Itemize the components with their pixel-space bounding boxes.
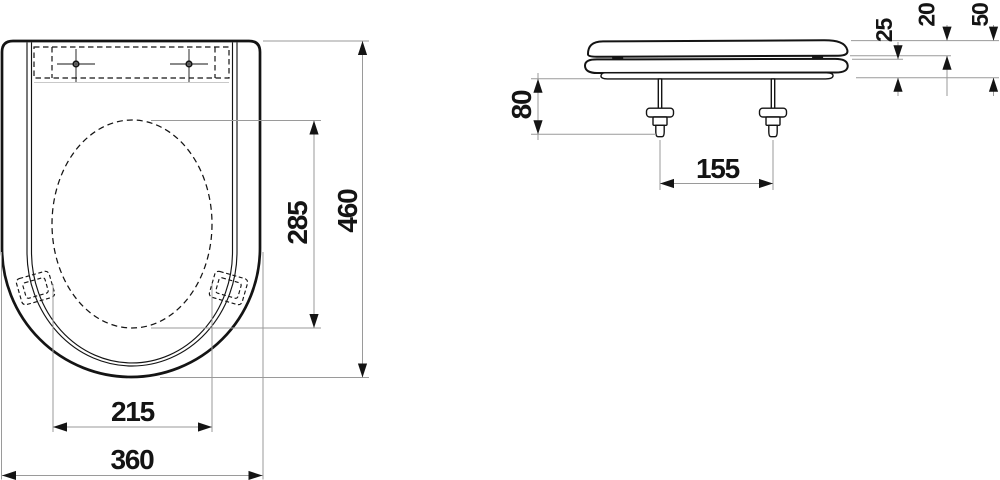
dim-label-inner-width: 215: [111, 396, 155, 427]
arrowhead: [533, 120, 543, 135]
dim-label-overall-width: 360: [110, 444, 154, 475]
seat-inner-contour-outer: [26, 42, 238, 367]
arrowhead: [53, 422, 67, 432]
bumper-left: [15, 270, 56, 306]
dimension-opening-depth: 285: [151, 120, 321, 329]
side-view: [584, 39, 849, 138]
arrowhead: [660, 178, 674, 189]
arrowhead: [309, 120, 319, 135]
seat-inner-contour-inner: [30, 42, 234, 364]
arrowhead: [357, 363, 368, 378]
arrowhead: [759, 178, 773, 189]
bumper-pad-left: [612, 56, 624, 60]
dimension-bolt-length: 80: [506, 73, 656, 140]
hinge-bolt-left-marker: [57, 49, 95, 82]
arrowhead: [248, 470, 263, 480]
seat-lower-lip: [600, 72, 834, 80]
dim-label-bolt-length: 80: [506, 90, 537, 119]
arrowhead: [893, 77, 903, 92]
arrowhead: [942, 26, 952, 41]
extension-lines-heights: [850, 40, 999, 79]
arrowhead: [2, 470, 16, 480]
dimension-total-height: 50: [967, 3, 999, 96]
lid-profile: [586, 39, 849, 58]
arrowhead: [988, 26, 999, 41]
arrowhead: [942, 55, 952, 70]
seat-outer-outline: [0, 39, 262, 379]
dim-label-seat-height: 25: [871, 18, 897, 43]
dimension-seat-height: 25: [871, 18, 903, 96]
dimension-overall-depth: 460: [160, 40, 369, 378]
dimension-inner-width: 215: [52, 284, 213, 432]
seat-ring-profile: [584, 57, 849, 75]
dim-label-total-height: 50: [967, 3, 993, 27]
hinge-bolt-left: [645, 78, 675, 138]
arrowhead: [533, 78, 543, 93]
hinge-plate-hidden-outline: [33, 46, 230, 79]
dim-label-opening-depth: 285: [282, 201, 313, 245]
dimension-lid-height: 20: [914, 3, 952, 96]
bumper-right: [208, 270, 249, 306]
dimension-overall-width: 360: [1, 252, 264, 480]
arrowhead: [357, 41, 368, 55]
bumper-pad-right: [812, 56, 824, 60]
top-view: [0, 39, 262, 379]
arrowhead: [198, 422, 212, 432]
dimension-bolt-spacing: 155: [659, 140, 774, 190]
dim-label-lid-height: 20: [914, 3, 940, 27]
hinge-bolt-right-marker: [170, 49, 208, 82]
dim-label-bolt-spacing: 155: [696, 153, 740, 184]
dim-label-overall-depth: 460: [332, 189, 363, 233]
arrowhead: [309, 314, 319, 328]
arrowhead: [893, 45, 903, 60]
arrowhead: [988, 77, 999, 92]
seat-opening-hidden-outline: [51, 119, 213, 329]
hinge-bolt-right: [758, 78, 788, 138]
